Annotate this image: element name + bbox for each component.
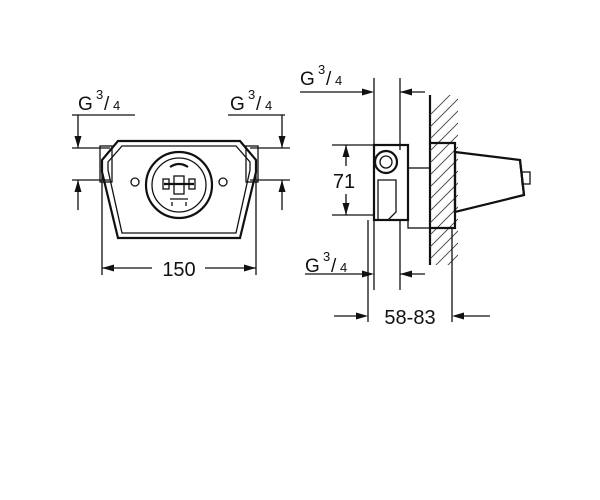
fraction-slash: /: [104, 94, 110, 115]
depth-dimension: 58-83: [334, 220, 490, 329]
valve-body-outline: [100, 139, 258, 240]
thread-letter: G: [305, 256, 320, 277]
fraction-numerator: 3: [96, 87, 103, 102]
height-dimension-value: 71: [333, 171, 355, 193]
front-view: G 3 / 4 G 3 / 4: [72, 87, 290, 281]
fraction-denominator: 4: [340, 260, 347, 275]
fraction-slash: /: [326, 69, 332, 90]
valve-body-inner-outline: [107, 145, 251, 234]
fraction-denominator: 4: [335, 73, 342, 88]
thread-label-left: G 3 / 4: [78, 87, 120, 115]
fraction-slash: /: [256, 94, 262, 115]
cartridge: [144, 150, 214, 220]
thread-dimension-left: [72, 115, 110, 210]
fraction-denominator: 4: [113, 98, 120, 113]
fraction-numerator: 3: [323, 249, 330, 264]
thread-letter: G: [300, 69, 315, 90]
side-view: G 3 / 4 G 3 / 4: [300, 62, 531, 329]
thread-letter: G: [78, 94, 93, 115]
mounting-screw: [130, 177, 140, 187]
thread-dimension-top: [300, 78, 425, 150]
width-dimension: 150: [101, 172, 257, 281]
trim-cover: [430, 141, 531, 230]
mounting-screw: [218, 177, 228, 187]
thread-label-right: G 3 / 4: [230, 87, 272, 115]
thread-letter: G: [230, 94, 245, 115]
thread-label-top: G 3 / 4: [300, 62, 342, 90]
fraction-numerator: 3: [318, 62, 325, 77]
thread-dimension-right: [250, 115, 290, 210]
fraction-slash: /: [331, 256, 337, 277]
inlet-stub-right: [245, 145, 259, 183]
inlet-stub-left: [99, 145, 113, 183]
thread-label-bottom: G 3 / 4: [305, 249, 347, 277]
valve-body-side: [372, 143, 431, 229]
fraction-numerator: 3: [248, 87, 255, 102]
wall-section: [428, 95, 458, 265]
width-dimension-value: 150: [162, 259, 195, 281]
fraction-denominator: 4: [265, 98, 272, 113]
height-dimension: 71: [332, 144, 375, 216]
depth-dimension-value: 58-83: [384, 307, 435, 329]
